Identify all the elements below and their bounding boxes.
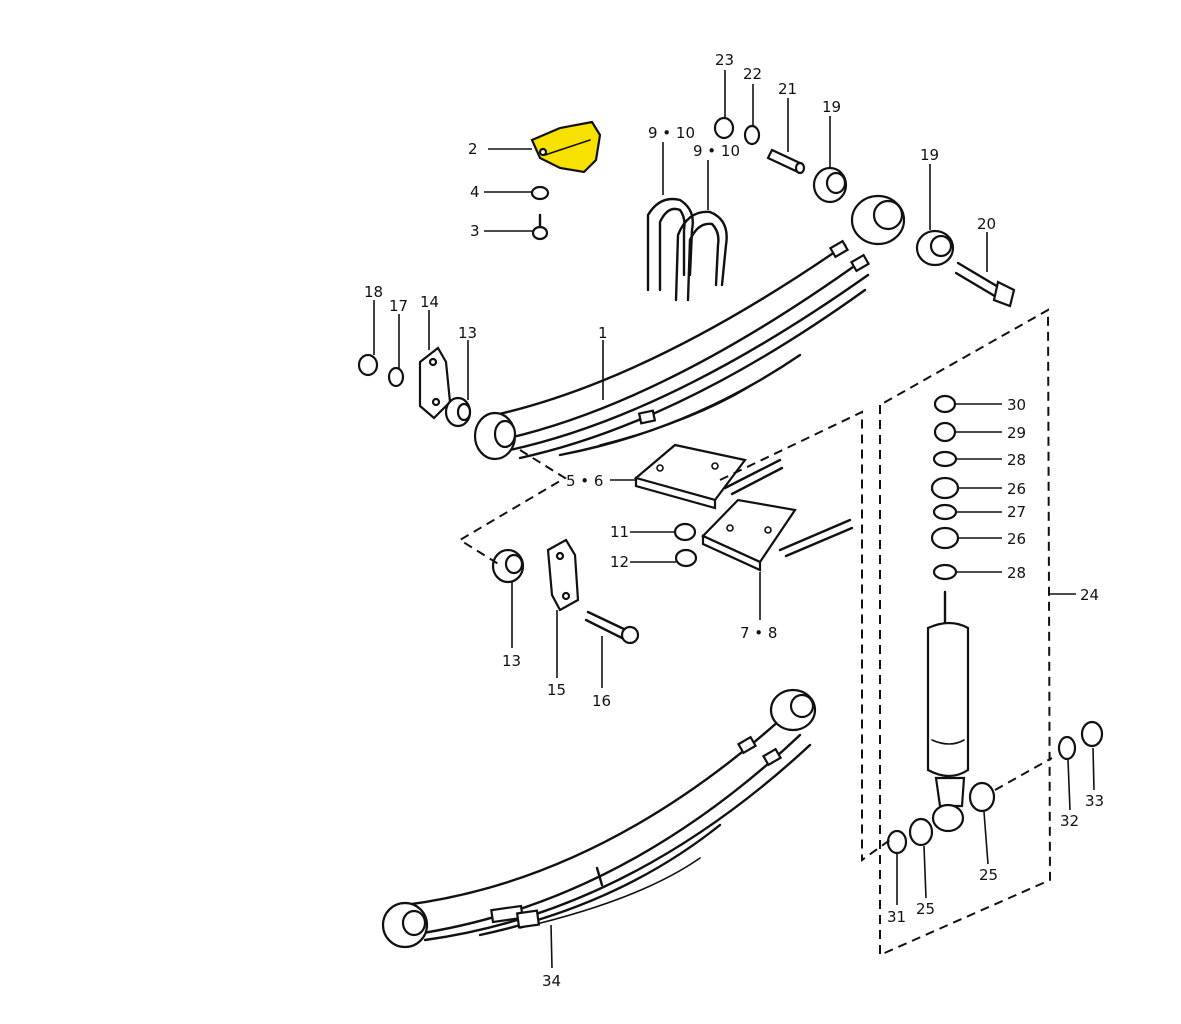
spring-eye-bushing-front: [473, 411, 517, 461]
callout-25-right: 25: [979, 866, 998, 884]
callout-19-lower: 19: [920, 146, 939, 164]
callout-23: 23: [715, 51, 734, 69]
callout-7-8: 7 • 8: [740, 624, 777, 642]
callout-1: 1: [598, 324, 608, 342]
spring-eye-bushing-rear: [850, 194, 906, 246]
callout-13-upper: 13: [458, 324, 477, 342]
callout-14: 14: [420, 293, 439, 311]
callout-9-10-front: 9 • 10: [648, 124, 695, 142]
callout-labels: 2 4 3 9 • 10 9 • 10 23 22 21 19 19 20 18…: [364, 51, 1104, 990]
spring-seat-plate-lower: [701, 498, 854, 572]
callout-12: 12: [610, 553, 629, 571]
u-bolt-rear: [674, 210, 728, 302]
callout-17: 17: [389, 297, 408, 315]
callout-13-lower: 13: [502, 652, 521, 670]
callout-29: 29: [1007, 424, 1026, 442]
callout-26-upper: 26: [1007, 480, 1026, 498]
nut-part-18: [357, 353, 379, 377]
callout-19-upper: 19: [822, 98, 841, 116]
callout-24: 24: [1080, 586, 1099, 604]
washer-part-17: [387, 366, 405, 388]
callout-25-lower-left: 25: [916, 900, 935, 918]
washer-part-22: [743, 124, 761, 146]
bushing-part-13-upper: [444, 396, 472, 428]
bushing-part-19-lower: [915, 229, 955, 267]
bushing-part-13-lower: [491, 548, 525, 584]
leader-lines: [373, 70, 1095, 969]
leaf-spring-upper: [493, 239, 871, 460]
callout-3: 3: [470, 222, 480, 240]
callout-28-lower: 28: [1007, 564, 1026, 582]
callout-21: 21: [778, 80, 797, 98]
callout-4: 4: [470, 183, 480, 201]
spring-seat-plate-upper: [633, 443, 784, 510]
callout-28-upper: 28: [1007, 451, 1026, 469]
callout-2: 2: [468, 140, 478, 158]
bolt-part-20: [954, 261, 1016, 308]
bolt-part-3: [531, 213, 549, 241]
plate-part-15: [546, 538, 580, 612]
callout-26-lower: 26: [1007, 530, 1026, 548]
callout-15: 15: [547, 681, 566, 699]
callout-27: 27: [1007, 503, 1026, 521]
washer-part-11: [673, 522, 697, 542]
nut-part-23: [713, 116, 735, 140]
nut-part-4: [530, 185, 550, 201]
shock-absorber: [926, 590, 970, 833]
callout-5-6: 5 • 6: [566, 472, 603, 490]
callout-22: 22: [743, 65, 762, 83]
shock-lower-hardware: [886, 720, 1104, 855]
bumper-bracket-highlighted: [530, 120, 602, 174]
callout-20: 20: [977, 215, 996, 233]
callout-16: 16: [592, 692, 611, 710]
callout-11: 11: [610, 523, 629, 541]
callout-34: 34: [542, 972, 561, 990]
u-bolt-front: [646, 197, 694, 292]
bushing-part-19-upper: [812, 166, 848, 204]
callout-33: 33: [1085, 792, 1104, 810]
shock-hardware-stack: [930, 394, 960, 581]
pin-part-21: [766, 148, 806, 175]
callout-18: 18: [364, 283, 383, 301]
callout-31: 31: [887, 908, 906, 926]
grouping-dashed-lines: [458, 308, 1053, 957]
nut-part-12: [674, 548, 698, 568]
bolt-part-16: [584, 610, 640, 645]
callout-9-10-rear: 9 • 10: [693, 142, 740, 160]
leaf-spring-assembly-34: [381, 688, 817, 949]
callout-30: 30: [1007, 396, 1026, 414]
callout-32: 32: [1060, 812, 1079, 830]
